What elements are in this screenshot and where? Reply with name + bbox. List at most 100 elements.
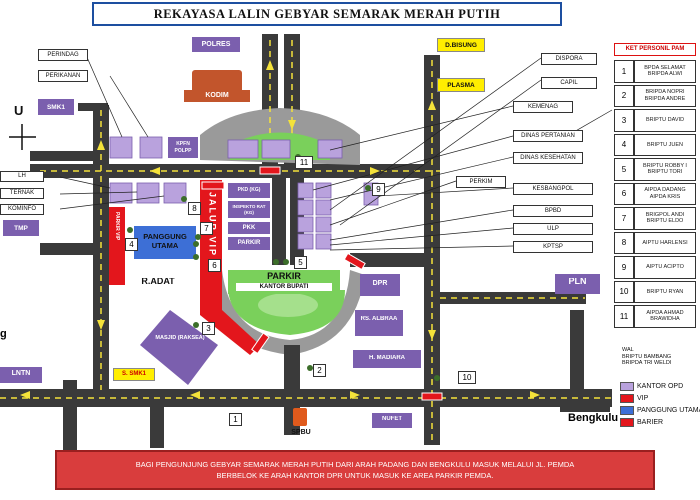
legend-text: PANGGUNG UTAMA <box>637 407 700 414</box>
personnel-number: 4 <box>614 133 634 156</box>
vip-parking-strip <box>109 207 125 285</box>
legend-swatch <box>620 418 634 427</box>
label-plasma: PLASMA <box>437 78 485 92</box>
label-pkd: PKD (KG) <box>228 183 270 198</box>
label-polres: POLRES <box>192 37 240 52</box>
label-inspektorat: INSPEKTO RAT (KG) <box>228 201 270 218</box>
label-bengkulu: Bengkulu <box>568 412 619 424</box>
label-lh: LH <box>0 171 44 182</box>
label-kpfn: KPFN POLPP <box>168 137 198 158</box>
parkir-vip-text: PARKIR VIP <box>114 212 120 241</box>
label-kptsp: KPTSP <box>513 241 593 253</box>
post-5: 5 <box>294 256 307 269</box>
wal-label: WAL <box>622 347 634 353</box>
legend-swatch <box>620 406 634 415</box>
personnel-number: 6 <box>614 182 634 205</box>
label-dinas-pertanian: DINAS PERTANIAN <box>513 130 583 142</box>
label-masjid: MASJID (RAKSEA) <box>155 335 205 341</box>
page-title: REKAYASA LALIN GEBYAR SEMARAK MERAH PUTI… <box>92 2 562 26</box>
post-9: 9 <box>372 183 385 196</box>
personnel-number: 2 <box>614 84 634 107</box>
personnel-names: BRIPTU JUEN <box>634 133 696 156</box>
personnel-names: BRIPTU DAVID <box>634 109 696 132</box>
personnel-name: BRIPTU ELDO <box>646 218 684 225</box>
label-rs-albraa: RS. ALBRAA <box>360 316 398 322</box>
personnel-number: 11 <box>614 305 634 328</box>
legend-swatch <box>620 394 634 403</box>
personnel-number: 9 <box>614 256 634 279</box>
kantor-bupati-text: KANTOR BUPATI <box>236 283 332 291</box>
personnel-name: BRIGPOL ANDI <box>645 211 685 218</box>
legend-text: KANTOR OPD <box>637 383 684 390</box>
kodim-building-icon <box>192 70 242 90</box>
legend-swatch <box>620 382 634 391</box>
label-parkir-small: PARKIR <box>228 237 270 250</box>
personnel-name: BRIPDA ANDRE <box>644 95 686 102</box>
label-dbisung: D.BISUNG <box>437 38 485 52</box>
spbu-text: SPBU <box>291 429 311 436</box>
personnel-names: BRIPTU RYAN <box>634 280 696 303</box>
label-pkk: PKK <box>228 222 270 234</box>
personnel-number: 7 <box>614 207 634 230</box>
label-kemenag: KEMENAG <box>513 101 573 113</box>
personnel-number: 10 <box>614 280 634 303</box>
personnel-names: AIPTU ACIPTO <box>634 256 696 279</box>
compass-north-label: U <box>14 104 24 118</box>
personnel-number: 3 <box>614 109 634 132</box>
label-kodim: KODIM <box>184 70 250 104</box>
kodim-label: KODIM <box>184 90 250 102</box>
personnel-name: BRIPTU JUEN <box>646 141 684 148</box>
label-lntn: LNTN <box>11 370 31 377</box>
personnel-name: BRIPTU TORI <box>647 169 683 176</box>
post-7: 7 <box>200 222 213 235</box>
label-tmp: TMP <box>3 220 39 236</box>
road-left-lower-2 <box>150 398 164 448</box>
legend-title: KET PERSONIL PAM <box>614 43 696 56</box>
label-smk1-lower: S. SMK1 <box>113 368 155 381</box>
compass-icon <box>9 124 36 150</box>
label-parkir-vip: PARKIR VIP <box>110 212 124 240</box>
wal-name-1: BRIPTU BAMBANG <box>622 353 672 360</box>
personnel-number: 1 <box>614 60 634 83</box>
road-left-stub <box>40 243 100 255</box>
label-ternak: TERNAK <box>0 188 44 199</box>
road-center-vertical-left <box>272 175 286 265</box>
label-h-madiara: H. MADIARA <box>369 355 405 361</box>
personnel-name: AIPDA DADANG <box>644 187 686 194</box>
label-spbu: SPBU <box>283 408 319 440</box>
personnel-name: BRIPTU ROBBY I <box>643 162 687 169</box>
legend-text: VIP <box>637 395 649 402</box>
personnel-name: BRIPDA NOPRI <box>645 89 685 96</box>
panggung-area <box>132 224 198 261</box>
label-nufet: NUFET <box>382 416 402 422</box>
personnel-number: 8 <box>614 231 634 254</box>
barriers <box>201 166 443 401</box>
road-left-stub-2 <box>30 151 100 161</box>
label-parkir-kantor: PARKIR KANTOR BUPATI <box>228 270 340 294</box>
opd-buildings <box>109 136 379 250</box>
leader-lines <box>59 54 613 251</box>
personnel-number: 5 <box>614 158 634 181</box>
road-kodim <box>78 103 108 111</box>
road-east <box>560 400 610 412</box>
personnel-names: AIPTU HARLENSI <box>634 231 696 254</box>
label-kesbangpol: KESBANGPOL <box>513 183 593 195</box>
personnel-name: BRIPTU RYAN <box>646 288 684 295</box>
personnel-name: AIPTU HARLENSI <box>642 239 688 246</box>
label-perikanan: PERIKANAN <box>38 70 88 82</box>
label-perkim: PERKIM <box>456 176 506 188</box>
label-kominfo: KOMINFO <box>0 204 44 215</box>
wal-name-2: BRIPDA TRI WELDI <box>622 360 672 366</box>
visitor-notice: BAGI PENGUNJUNG GEBYAR SEMARAK MERAH PUT… <box>55 450 655 490</box>
post-8: 8 <box>188 202 201 215</box>
personnel-name: AIPDA AHMAD <box>646 309 684 316</box>
personnel-name: AIPTU ACIPTO <box>646 264 684 270</box>
post-2: 2 <box>313 364 326 377</box>
